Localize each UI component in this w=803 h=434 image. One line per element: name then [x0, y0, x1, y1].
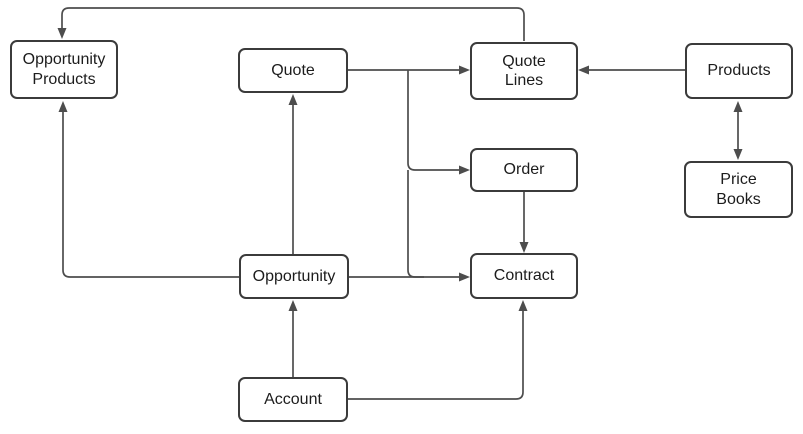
edge-products-to-quote-lines — [578, 65, 685, 75]
edge-quote-lines-to-opportunity-products — [57, 7, 525, 41]
node-contract: Contract — [470, 253, 578, 299]
edge-line — [62, 110, 239, 278]
arrowhead — [733, 101, 743, 112]
node-quote-lines: Quote Lines — [470, 42, 578, 100]
edge-opportunity-to-quote — [288, 94, 298, 254]
edge-line — [407, 170, 424, 278]
node-order: Order — [470, 148, 578, 192]
node-label-price-books: Price Books — [716, 171, 761, 208]
edge-account-to-contract — [348, 300, 528, 400]
arrowhead — [578, 65, 589, 75]
node-label-products: Products — [707, 62, 771, 80]
node-label-account: Account — [264, 390, 322, 408]
arrowhead — [459, 165, 470, 175]
edge-order-to-contract — [519, 192, 529, 253]
edge-line — [407, 70, 461, 171]
edge-opportunity-to-contract — [349, 272, 470, 282]
edge-quote-to-quote-lines — [348, 65, 470, 75]
arrowhead — [288, 94, 298, 105]
arrowhead — [288, 300, 298, 311]
node-label-quote-lines: Quote Lines — [502, 52, 546, 89]
edge-quote-branch-to-contract-line — [407, 170, 424, 278]
node-label-opportunity: Opportunity — [252, 267, 336, 285]
edge-opportunity-to-opportunity-products — [58, 101, 239, 278]
node-opportunity-products: Opportunity Products — [10, 40, 118, 99]
edge-line — [348, 309, 524, 400]
node-label-quote: Quote — [271, 61, 315, 79]
node-label-order: Order — [503, 161, 545, 179]
arrowhead — [459, 65, 470, 75]
arrowhead — [733, 149, 743, 160]
node-price-books: Price Books — [684, 161, 793, 218]
edge-account-to-opportunity — [288, 300, 298, 377]
arrowhead — [459, 272, 470, 282]
node-label-contract: Contract — [493, 267, 555, 285]
arrowhead — [519, 242, 529, 253]
edge-quote-branch-to-order — [407, 70, 470, 175]
node-quote: Quote — [238, 48, 348, 93]
arrowhead — [57, 28, 67, 39]
arrowhead — [58, 101, 68, 112]
arrowhead — [518, 300, 528, 311]
node-label-opportunity-products: Opportunity Products — [22, 51, 106, 88]
edge-line — [61, 7, 525, 41]
node-products: Products — [685, 43, 793, 99]
edge-products-to-price-books — [733, 101, 743, 160]
node-opportunity: Opportunity — [239, 254, 349, 299]
node-account: Account — [238, 377, 348, 422]
